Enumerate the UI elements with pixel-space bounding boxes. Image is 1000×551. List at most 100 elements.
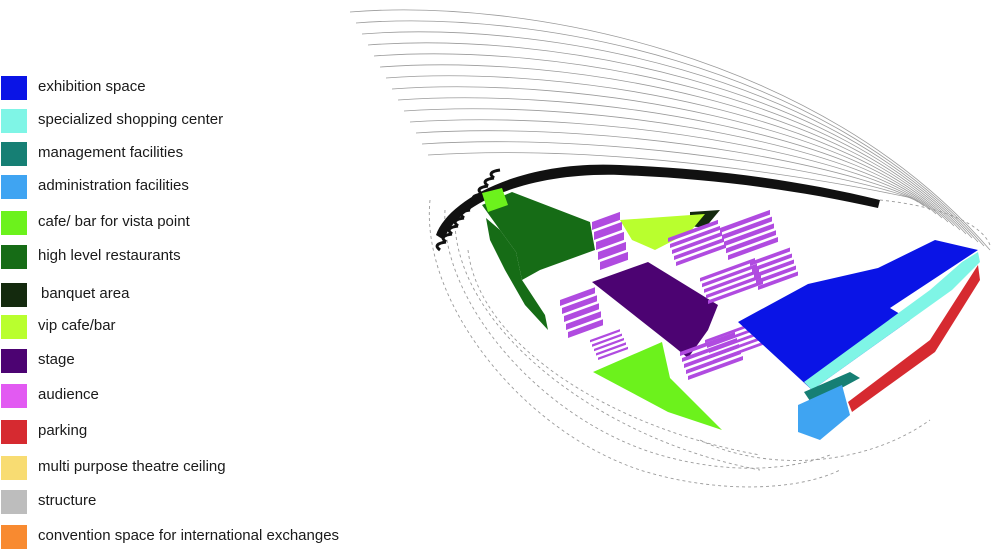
audience-seat-row [668, 219, 718, 243]
audience-seat-row [564, 303, 599, 323]
audience-seat-row [708, 280, 763, 305]
legend-label: high level restaurants [38, 247, 181, 264]
audience-seat-row [688, 356, 743, 381]
legend-swatch [1, 76, 27, 100]
legend-item-vip-cafe-bar: vip cafe/bar [0, 315, 380, 341]
legend-item-convention-space: convention space for international excha… [0, 525, 380, 551]
building-outline-curve [444, 209, 831, 469]
legend-swatch [1, 109, 27, 133]
audience-seat-row [594, 337, 624, 352]
legend-label: exhibition space [38, 78, 146, 95]
legend-item-banquet-area: banquet area [0, 283, 380, 309]
roof-rib-line [361, 31, 979, 243]
roof-scallop [483, 176, 495, 188]
legend-label: management facilities [38, 144, 184, 161]
audience-seat-row [728, 237, 778, 261]
legend-item-parking: parking [0, 420, 380, 446]
legend-swatch [1, 456, 27, 480]
roof-rib-line [355, 20, 985, 247]
high-level-restaurants-block [482, 192, 595, 280]
roof-scallop [477, 184, 489, 196]
roof-shell-lines [349, 9, 991, 251]
audience-seat-row [596, 342, 626, 356]
roof-edge-scallops [435, 168, 501, 252]
building-outline-curve [699, 419, 931, 461]
banquet-area-block [690, 210, 720, 228]
high-level-restaurants-wing [486, 218, 548, 330]
audience-seat-row [758, 271, 798, 291]
vip-cafe-bar-block [620, 214, 705, 250]
roof-rib-line [391, 86, 949, 223]
parking-band [848, 265, 980, 412]
roof-rib-line [415, 130, 925, 207]
legend-item-structure: structure [0, 490, 380, 516]
legend: exhibition space specialized shopping ce… [0, 0, 380, 551]
roof-scallop [441, 232, 453, 244]
building-outline-curve [467, 249, 761, 456]
audience-seat-row [711, 333, 771, 359]
legend-item-audience: audience [0, 384, 380, 410]
legend-swatch [1, 420, 27, 444]
stage-block [592, 262, 718, 358]
legend-label: administration facilities [38, 177, 189, 194]
roof-scallop [447, 224, 459, 236]
legend-swatch [1, 525, 27, 549]
audience-seat-row [726, 230, 776, 254]
audience-seat-row [706, 274, 761, 299]
roof-scallop [489, 168, 501, 180]
audience-seat-row [756, 265, 796, 285]
audience-seat-row [676, 243, 726, 267]
roof-scallop [465, 200, 477, 212]
audience-seat-row [752, 253, 792, 273]
legend-swatch [1, 175, 27, 199]
roof-rib-line [349, 9, 991, 251]
audience-seat-row [713, 338, 773, 364]
legend-swatch [1, 211, 27, 235]
audience-seat-row [594, 221, 622, 241]
legend-item-specialized-shopping-center: specialized shopping center [0, 109, 380, 135]
legend-label: structure [38, 492, 97, 509]
legend-label: cafe/ bar for vista point [38, 213, 190, 230]
legend-item-administration-facilities: administration facilities [0, 175, 380, 201]
roof-scallop [471, 192, 483, 204]
audience-seat-row [592, 333, 622, 347]
audience-seat-row [750, 247, 790, 267]
legend-item-high-level-restaurants: high level restaurants [0, 245, 380, 271]
legend-label: audience [38, 386, 99, 403]
audience-seat-row [702, 263, 757, 288]
audience-seat-row [670, 225, 720, 249]
audience-seat-row [568, 319, 603, 339]
building-cutaway-drawing [349, 9, 991, 488]
roof-rib-line [385, 75, 955, 227]
exhibition-space-block [738, 240, 978, 390]
audience-seat-row [560, 287, 595, 307]
roof-rib-line [421, 141, 919, 203]
vista-cafe-upper-area [482, 188, 508, 212]
building-outline-curve [454, 224, 761, 471]
roof-rib-line [409, 119, 931, 211]
roof-rib-line [379, 64, 961, 231]
legend-swatch [1, 490, 27, 514]
audience-seat-row [598, 346, 628, 361]
vista-cafe-lower-terrace [593, 342, 722, 430]
building-outline-curve [879, 199, 991, 246]
audience-seat-row [680, 332, 735, 357]
legend-label: stage [38, 351, 75, 368]
legend-label: banquet area [41, 285, 130, 302]
audience-seat-row [592, 211, 620, 231]
building-outline [428, 199, 991, 488]
legend-swatch [1, 283, 27, 307]
roof-scallop [453, 216, 465, 228]
legend-item-multi-purpose-theatre-ceiling: multi purpose theatre ceiling [0, 456, 380, 482]
legend-label: specialized shopping center [38, 111, 224, 128]
audience-seat-row [562, 295, 597, 315]
legend-item-stage: stage [0, 349, 380, 375]
roof-rib-line [367, 42, 973, 239]
audience-seat-row [700, 258, 755, 282]
legend-swatch [1, 384, 27, 408]
legend-swatch [1, 245, 27, 269]
audience-seat-row [720, 209, 770, 233]
roof-scallop [435, 240, 447, 252]
legend-swatch [1, 142, 27, 166]
roof-edge-band [436, 164, 880, 240]
